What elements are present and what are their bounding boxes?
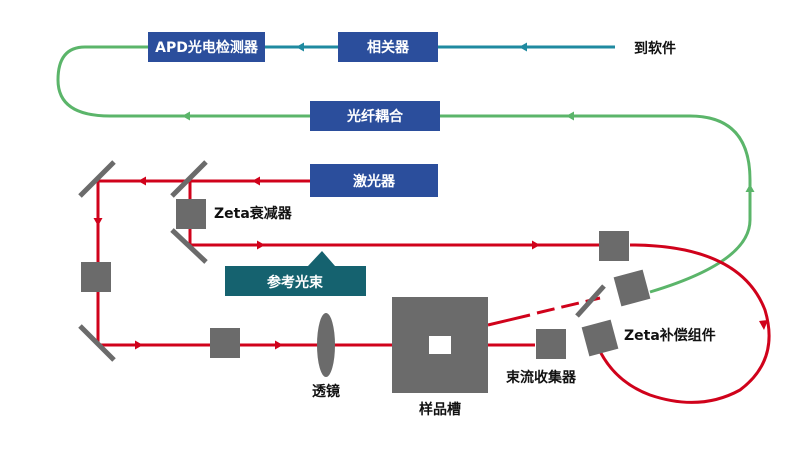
- fiber-coupler-box: [310, 101, 440, 131]
- signal-arrow: [296, 42, 304, 52]
- path-block-bottom: [210, 328, 240, 358]
- to-software-label: 到软件: [634, 40, 676, 57]
- signal-arrow: [519, 42, 527, 52]
- reference-beam-label: 参考光束: [267, 274, 324, 291]
- fiber-line: [56, 45, 755, 294]
- attenuator-block: [176, 199, 206, 229]
- components: [81, 199, 651, 359]
- lens-label: 透镜: [312, 383, 340, 400]
- beam-dump-label: 束流收集器: [506, 369, 577, 386]
- correlator-label: 相关器: [367, 39, 410, 56]
- mirror-compensator: [575, 284, 606, 318]
- laser-arrows: [93, 176, 768, 350]
- mirror-top: [170, 160, 208, 198]
- compensator-block-lower: [581, 319, 619, 357]
- correlator-box: [338, 32, 438, 62]
- fiber-arrow: [182, 111, 190, 121]
- signal-line: [265, 42, 615, 52]
- mirrors: [78, 160, 606, 362]
- path-block-left: [81, 262, 111, 292]
- reference-block: [599, 231, 629, 261]
- apd-detector-label: APD光电检测器: [155, 39, 259, 56]
- mirror-top-left: [78, 160, 116, 198]
- lens-shape: [317, 313, 335, 377]
- beam-dump-block: [536, 329, 566, 359]
- sample-cell-label: 样品槽: [419, 401, 461, 418]
- zeta-compensator-label: Zeta补偿组件: [624, 327, 716, 344]
- zeta-attenuator-label: Zeta衰减器: [214, 205, 293, 222]
- compensator-block-upper: [613, 269, 651, 307]
- fiber-coupler-label: 光纤耦合: [346, 108, 404, 125]
- apd-detector-box: [148, 32, 265, 62]
- laser-box: [310, 164, 438, 197]
- mirror-bottom-left: [78, 324, 116, 362]
- reference-beam-callout: [225, 251, 366, 296]
- sample-cell-window: [429, 336, 451, 354]
- laser-label: 激光器: [353, 173, 396, 190]
- fiber-arrow: [745, 184, 755, 192]
- fiber-arrow: [566, 111, 574, 121]
- mirror-reference: [170, 228, 208, 264]
